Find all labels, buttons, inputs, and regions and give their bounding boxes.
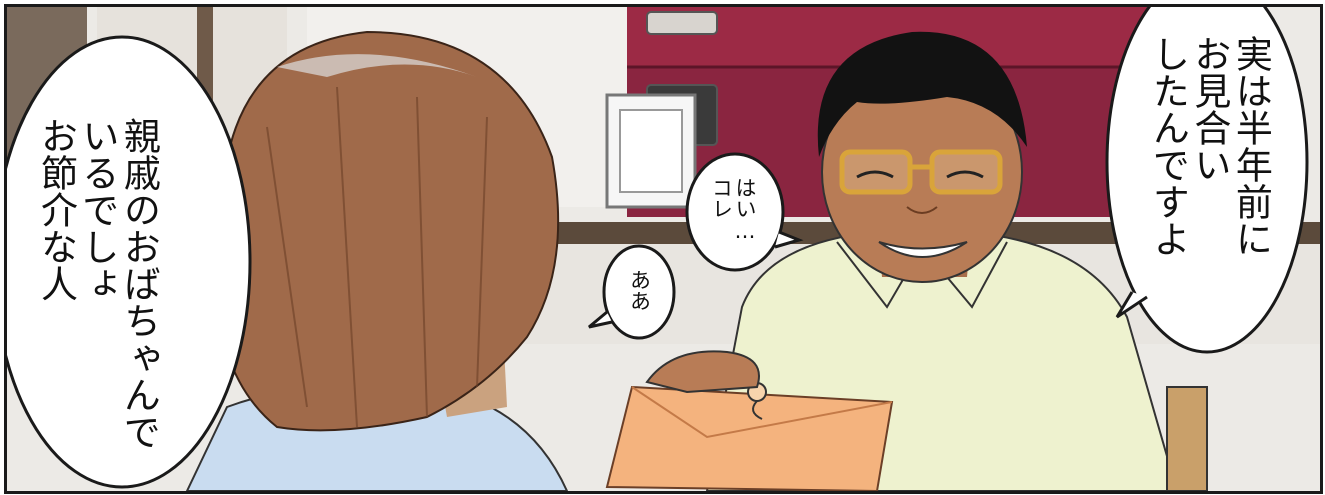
woman-hair bbox=[215, 30, 560, 432]
man-hand bbox=[645, 350, 760, 394]
panel-artwork bbox=[7, 7, 1320, 491]
dialogue-aa: ああ bbox=[627, 269, 652, 311]
man-hair bbox=[817, 31, 1027, 157]
dialogue-left: 親戚のおばちゃんで いるでしょ お節介な人 bbox=[34, 117, 161, 450]
cabinet-handle-top bbox=[646, 11, 718, 35]
speech-bubble-hai bbox=[685, 152, 785, 272]
comic-panel: 親戚のおばちゃんで いるでしょ お節介な人 実は半年前に お見合い したんですよ… bbox=[4, 4, 1323, 494]
chair-back bbox=[1166, 386, 1208, 491]
dialogue-hai: はい… コレ bbox=[709, 177, 758, 243]
speech-bubble-aa bbox=[602, 244, 676, 340]
envelope-icon bbox=[605, 385, 894, 491]
speech-bubble-left bbox=[7, 35, 252, 489]
man-smile bbox=[878, 241, 968, 258]
dialogue-right: 実は半年前に お見合い したんですよ bbox=[1146, 35, 1273, 257]
speech-bubble-right bbox=[1105, 7, 1309, 354]
speech-tail-right bbox=[1115, 291, 1148, 319]
